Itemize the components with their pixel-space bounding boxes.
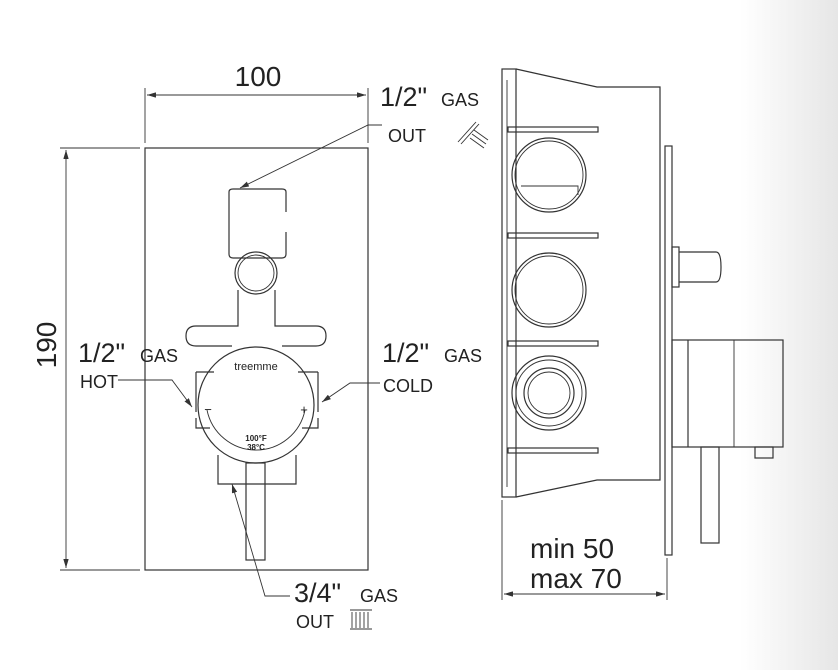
brand-logo: treemme [234, 361, 277, 373]
hot-size: 1/2" [78, 338, 125, 368]
cold-gas: GAS [444, 346, 482, 366]
hot-direction: HOT [80, 372, 118, 392]
bottom-size: 3/4" [294, 578, 341, 608]
height-dimension: 190 [31, 147, 140, 571]
diverter-knob [679, 251, 722, 283]
front-view: 100 190 treemme − + 100°F 38°C 1/2" [31, 61, 489, 632]
bottom-direction: OUT [296, 612, 334, 632]
height-value: 190 [31, 322, 62, 369]
svg-text:1/2": 1/2" [380, 82, 427, 112]
cover-plate [144, 147, 369, 571]
built-in-box [515, 68, 661, 498]
mixer-body [671, 339, 784, 448]
depth-max: max 70 [530, 563, 622, 594]
finish-plate [664, 145, 673, 556]
top-gas: GAS [441, 90, 479, 110]
bath-spout-icon [350, 609, 372, 630]
depth-min: min 50 [530, 533, 614, 564]
mounting-flange [501, 68, 517, 498]
temp-f: 100°F [245, 434, 267, 443]
temp-c: 38°C [247, 443, 265, 452]
bottom-gas: GAS [360, 586, 398, 606]
cold-size: 1/2" [382, 338, 429, 368]
cold-direction: COLD [383, 376, 433, 396]
minus-mark: − [204, 402, 212, 417]
shower-head-icon [457, 121, 489, 149]
plus-mark: + [300, 402, 308, 417]
top-direction: OUT [388, 126, 426, 146]
width-dimension: 100 [144, 61, 369, 143]
lever-handle [245, 462, 266, 561]
side-lever [700, 446, 720, 544]
hot-gas: GAS [140, 346, 178, 366]
width-value: 100 [235, 61, 282, 92]
side-view: min 50 max 70 [501, 68, 784, 600]
top-size: 1/2" [380, 82, 427, 112]
